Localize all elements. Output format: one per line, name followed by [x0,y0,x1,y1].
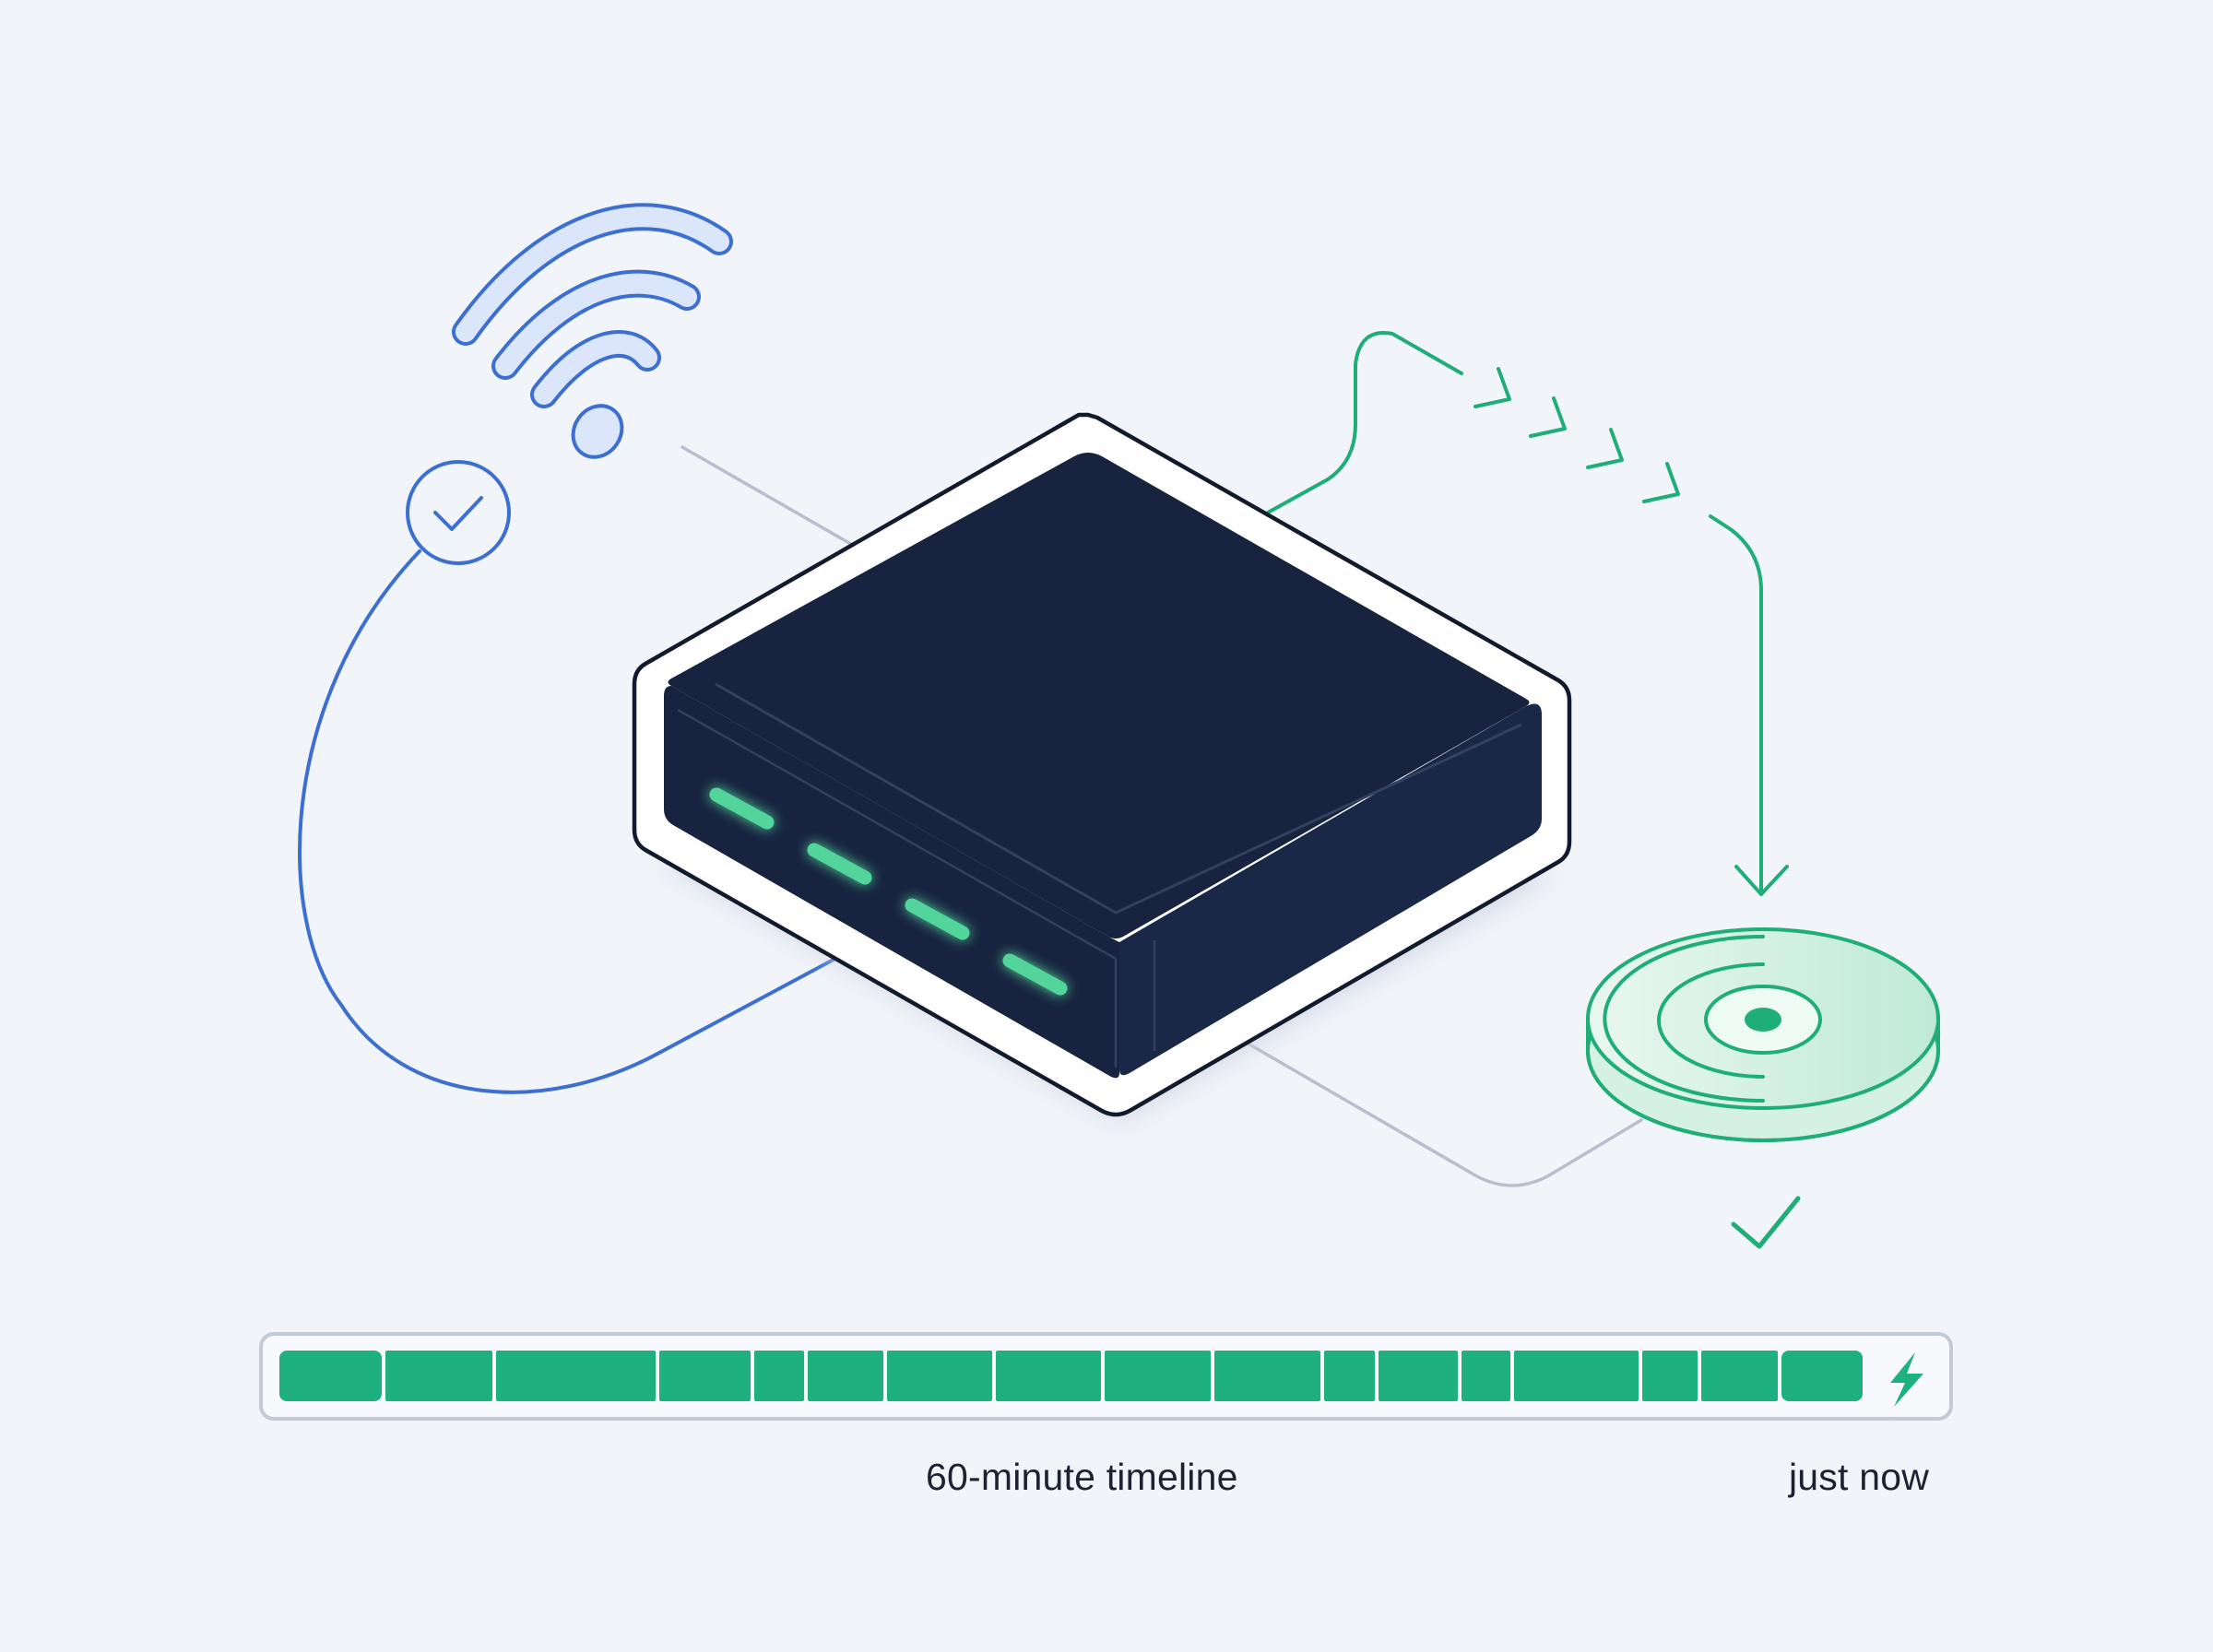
router-led [709,787,775,830]
wifi-connection-loop [298,549,846,1094]
checkmark-icon [1731,1196,1801,1249]
router-led [1002,953,1068,996]
timeline-segment [1324,1351,1375,1401]
router-status-leds [709,787,1068,996]
flow-chevron-icon [1473,367,1511,408]
timeline-end-label: just now [1789,1456,1930,1498]
timeline-segment [1379,1351,1458,1401]
timeline-segment [496,1351,656,1401]
router-led [807,843,872,885]
router-led [905,898,970,940]
timeline-segment [1701,1351,1778,1401]
timeline-caption: 60-minute timeline [926,1456,1238,1498]
timeline-segment [1514,1351,1639,1401]
timeline-segment [1105,1351,1211,1401]
timeline-segment [996,1351,1101,1401]
data-flow-path [1266,331,1789,896]
flow-chevron-icon [1529,396,1567,438]
timeline-segment [754,1351,804,1401]
timeline-segment [1642,1351,1698,1401]
flow-chevron-icon [1586,428,1624,469]
timeline-segment [887,1351,992,1401]
wifi-signal-icon [452,203,733,459]
timeline-segment [1214,1351,1320,1401]
timeline-bar [259,1332,1953,1421]
target-disc-icon [1586,927,1940,1142]
timeline-segment [1462,1351,1510,1401]
timeline-segment [659,1351,751,1401]
lightning-bolt-icon [1890,1352,1923,1407]
timeline-segment [1781,1351,1863,1401]
timeline-segments [279,1351,1863,1401]
timeline-segment [279,1351,382,1401]
neutral-connectors [680,445,1643,1187]
timeline-segment [385,1351,492,1401]
timeline-segment [808,1351,883,1401]
check-circle-icon [406,460,511,565]
router-device [632,412,1572,1117]
flow-chevron-icon [1642,462,1680,503]
